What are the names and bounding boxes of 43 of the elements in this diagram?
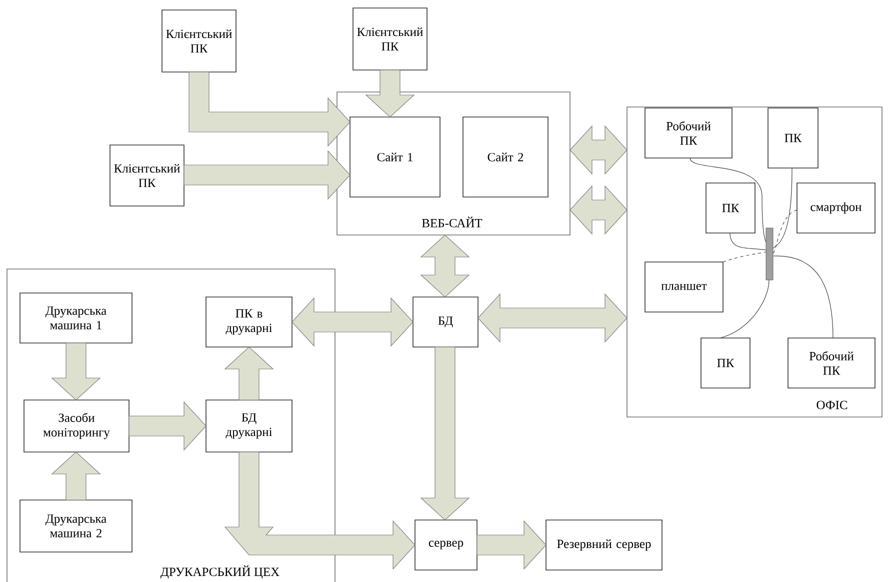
block-arrow bbox=[570, 185, 628, 235]
block-arrow bbox=[476, 520, 546, 570]
process-box: Друкарська машина 1 bbox=[20, 292, 132, 344]
block-arrow bbox=[224, 452, 416, 570]
hub-bar bbox=[766, 228, 774, 280]
process-box: планшет bbox=[644, 262, 724, 312]
block-arrow bbox=[51, 452, 101, 500]
cable-line bbox=[730, 232, 766, 250]
process-box: Засоби моніторингу bbox=[24, 400, 130, 452]
process-box: Робочий ПК bbox=[644, 108, 732, 158]
process-box: Клієнтський ПК bbox=[162, 10, 236, 72]
process-box: БД bbox=[412, 296, 478, 348]
block-arrow bbox=[420, 346, 470, 520]
cable-line bbox=[720, 280, 770, 338]
block-arrow bbox=[188, 72, 350, 147]
process-box: сервер bbox=[414, 520, 478, 570]
cable-line bbox=[772, 210, 798, 254]
process-box: Робочий ПК bbox=[788, 338, 876, 388]
process-box: ПК в друкарні bbox=[206, 296, 292, 348]
block-arrow bbox=[128, 401, 206, 451]
process-box: Сайт 1 bbox=[350, 116, 440, 198]
block-arrow bbox=[420, 234, 470, 298]
block-arrow bbox=[570, 125, 628, 175]
cable-line bbox=[772, 168, 792, 248]
process-box: смартфон bbox=[796, 182, 876, 234]
block-arrow bbox=[51, 342, 101, 400]
process-box: Резервний сервер bbox=[546, 520, 662, 570]
block-arrow bbox=[478, 293, 628, 343]
process-box: Сайт 2 bbox=[462, 116, 548, 198]
process-box: ПК bbox=[768, 108, 818, 168]
process-box: Клієнтський ПК bbox=[352, 8, 428, 70]
cable-line bbox=[772, 256, 834, 338]
cable-line bbox=[690, 158, 766, 242]
block-arrow bbox=[184, 150, 350, 200]
block-arrow bbox=[365, 70, 415, 118]
block-arrow bbox=[224, 346, 274, 400]
process-box: Друкарська машина 2 bbox=[20, 500, 132, 552]
process-box: ПК bbox=[700, 338, 750, 388]
cable-line bbox=[722, 252, 766, 262]
process-box: Клієнтський ПК bbox=[110, 144, 184, 206]
block-arrow bbox=[292, 297, 414, 347]
process-box: БД друкарні bbox=[206, 400, 292, 452]
process-box: ПК bbox=[706, 182, 756, 234]
